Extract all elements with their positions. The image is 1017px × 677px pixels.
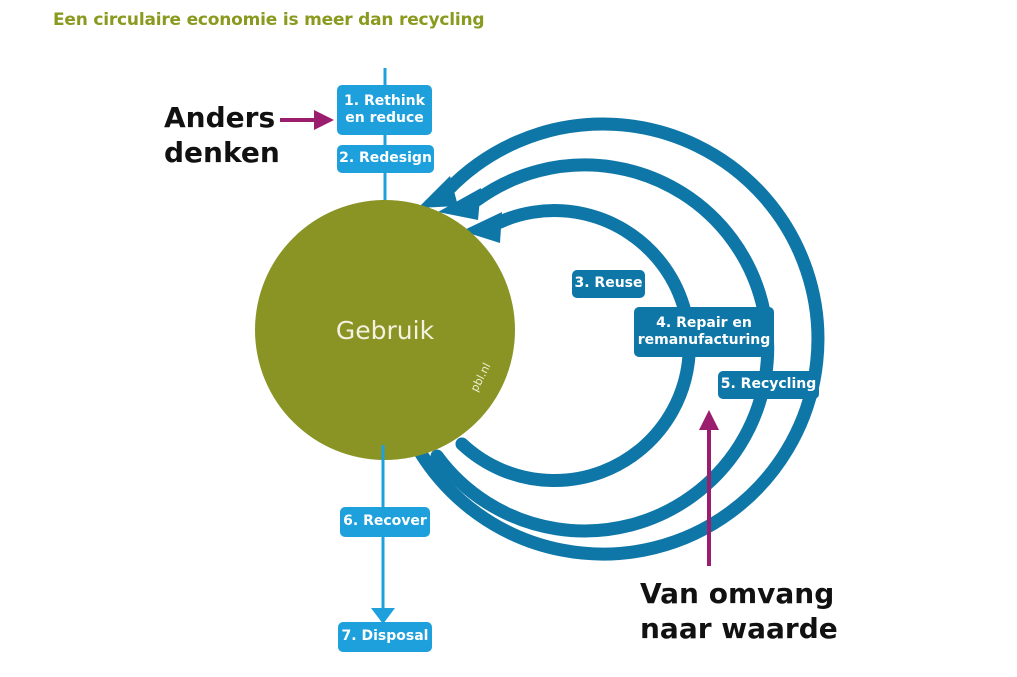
- van-omvang-line2: naar waarde: [640, 612, 838, 645]
- anders-denken-label: Anders denken: [164, 100, 280, 170]
- loop-recycling: [413, 117, 825, 561]
- van-omvang-label: Van omvang naar waarde: [640, 576, 838, 646]
- anders-denken-line2: denken: [164, 136, 280, 169]
- step-rethink-line1: 1. Rethink: [344, 92, 425, 109]
- loop-reuse: [455, 204, 696, 487]
- step-recycling-box: 5. Recycling: [718, 371, 819, 399]
- magenta-arrowhead-left: [314, 110, 334, 130]
- chart-title: Een circulaire economie is meer dan recy…: [53, 10, 485, 30]
- step-repair-line1: 4. Repair en: [656, 314, 752, 331]
- van-omvang-line1: Van omvang: [640, 577, 835, 610]
- step-recover-box: 6. Recover: [340, 507, 430, 537]
- step-repair-line2: remanufacturing: [637, 332, 771, 348]
- step-rethink-line2: en reduce: [345, 110, 424, 126]
- step-reuse-box: 3. Reuse: [572, 270, 645, 298]
- loop-recycling-arrowhead: [418, 176, 458, 208]
- step-rethink-box: 1. Rethink en reduce: [337, 85, 432, 135]
- step-repair-box: 4. Repair en remanufacturing: [634, 307, 774, 357]
- loop-reuse-arrowhead: [462, 212, 502, 243]
- magenta-arrowhead-bottom: [699, 410, 719, 430]
- step-disposal-box: 7. Disposal: [338, 622, 432, 652]
- gebruik-label: Gebruik: [335, 316, 435, 345]
- step-redesign-box: 2. Redesign: [337, 145, 434, 173]
- anders-denken-line1: Anders: [164, 101, 276, 134]
- gebruik-circle: [255, 200, 515, 460]
- flow-arrowhead-bottom: [371, 608, 395, 624]
- loop-repair-arrowhead: [438, 188, 481, 220]
